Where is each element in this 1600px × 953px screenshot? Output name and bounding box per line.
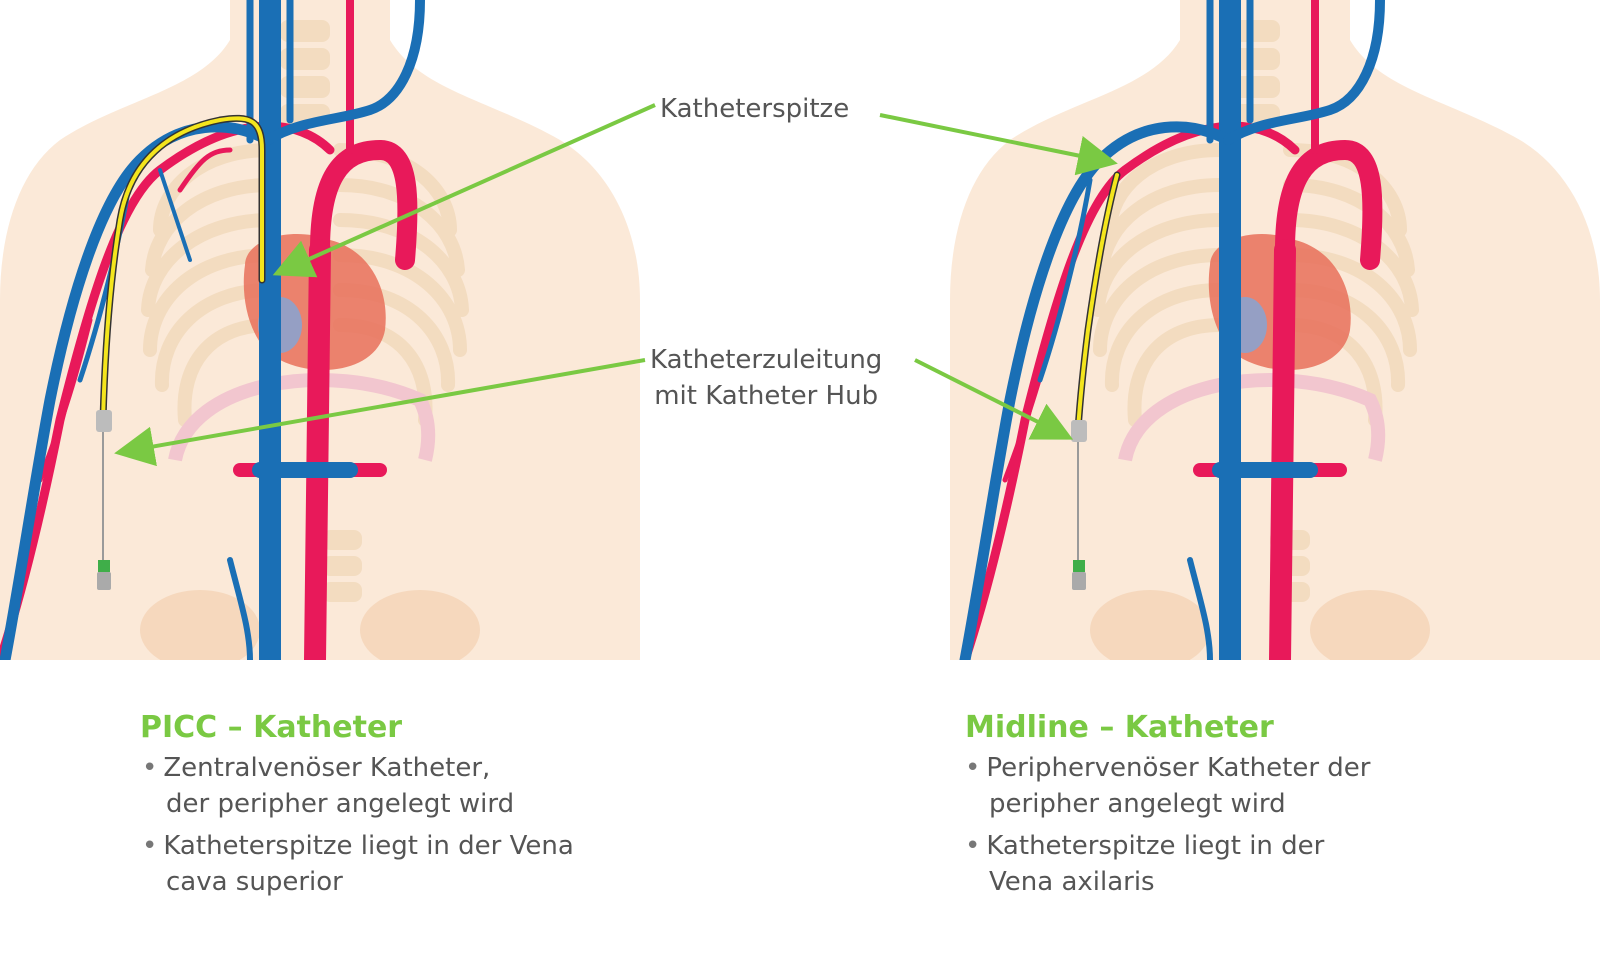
arrow-hub-left [114,358,646,467]
pointer-arrows [114,103,1118,467]
bullet-dot-icon: • [965,831,981,861]
midline-title: Midline – Katheter [965,710,1274,745]
arrow-tip-left [272,103,656,278]
midline-bullet-1: •Periphervenöser Katheter der peripher a… [965,753,1371,819]
label-catheter-line: Katheterzuleitung mit Katheter Hub [650,342,882,414]
arrow-hub-right [914,358,1074,440]
arrow-tip-right [879,113,1118,176]
picc-bullet-1: •Zentralvenöser Katheter, der peripher a… [142,753,515,819]
bullet-dot-icon: • [965,753,981,783]
label-catheter-line-1: Katheterzuleitung [650,345,883,375]
picc-title: PICC – Katheter [140,710,403,745]
midline-torso [950,0,1600,660]
label-catheter-tip: Katheterspitze [660,94,850,124]
bullet-dot-icon: • [142,753,158,783]
midline-bullet-2: •Katheterspitze liegt in der Vena axilar… [965,831,1325,897]
label-catheter-line-2: mit Katheter Hub [654,381,879,411]
picc-bullet-2: •Katheterspitze liegt in der Vena cava s… [142,831,574,897]
bullet-dot-icon: • [142,831,158,861]
picc-torso [0,0,640,660]
